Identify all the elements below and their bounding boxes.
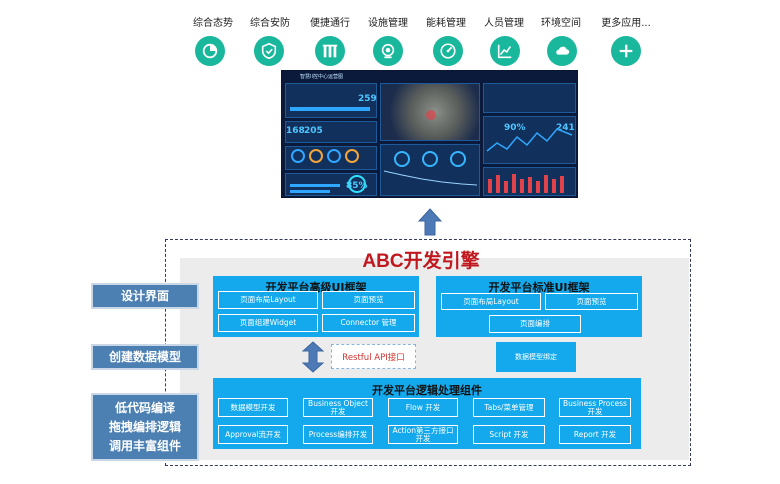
dashboard-preview: 智慧II控中心运营图 259 168 205 90% 241 85% — [281, 70, 578, 198]
lowcode-line: 低代码编译 — [114, 400, 175, 415]
lowcode-label: 低代码编译 拖拽编排逻辑 调用丰富组件 — [91, 393, 199, 461]
cloud-icon[interactable] — [547, 36, 577, 66]
page-widget-cell[interactable]: 页面组建Widget — [218, 314, 318, 332]
standard-ui-title: 开发平台标准UI框架 — [488, 281, 590, 294]
page-arrange-cell[interactable]: 页面编排 — [489, 315, 581, 333]
dashboard-number: 259 — [358, 94, 377, 104]
top-nav-label: 综合安防 — [250, 18, 290, 29]
advanced-ui-framework: 开发平台高级UI框架 页面布局Layout 页面预览 页面组建Widget Co… — [213, 276, 419, 337]
up-arrow-icon — [418, 208, 442, 236]
logic-components: 开发平台逻辑处理组件 数据模型开发 Business Object 开发 Flo… — [213, 378, 641, 449]
design-ui-label: 设计界面 — [91, 283, 199, 309]
double-arrow-icon — [302, 341, 324, 373]
plus-icon[interactable] — [611, 36, 641, 66]
connector-manage-cell[interactable]: Connector 管理 — [322, 314, 415, 332]
logic-cell[interactable]: Process编排开发 — [303, 425, 373, 444]
top-nav-label: 人员管理 — [484, 18, 524, 29]
top-nav-label: 环境空间 — [541, 18, 581, 29]
turnstile-icon[interactable] — [315, 36, 345, 66]
logic-cell[interactable]: Business Object 开发 — [303, 398, 373, 417]
logic-cell[interactable]: Action第三方接口开发 — [388, 425, 458, 444]
dashboard-title: 智慧II控中心运营图 — [300, 74, 343, 80]
logic-cell[interactable]: Approval流开发 — [218, 425, 288, 444]
page-preview-cell[interactable]: 页面预览 — [545, 293, 638, 310]
logic-title: 开发平台逻辑处理组件 — [372, 384, 482, 397]
dashboard-number: 168 — [286, 126, 305, 136]
dashboard-panel — [285, 83, 377, 118]
shield-check-icon[interactable] — [254, 36, 284, 66]
pie-chart-icon[interactable] — [195, 36, 225, 66]
dashboard-panel — [483, 83, 576, 113]
dashboard-graphics — [290, 107, 573, 193]
top-nav-label: 能耗管理 — [426, 18, 466, 29]
top-nav-label: 更多应用... — [601, 18, 651, 29]
data-model-label: 创建数据模型 — [91, 344, 199, 370]
camera-icon[interactable] — [373, 36, 403, 66]
dashboard-number: 85% — [346, 181, 368, 191]
top-nav-label: 综合态势 — [193, 18, 233, 29]
page-layout-cell[interactable]: 页面布局Layout — [218, 291, 318, 309]
dashboard-panel — [483, 116, 576, 164]
top-nav-label: 设施管理 — [368, 18, 408, 29]
top-nav-label: 便捷通行 — [310, 18, 350, 29]
dashboard-panel — [285, 121, 377, 143]
logic-cell[interactable]: Flow 开发 — [388, 398, 458, 417]
design-ui-text: 设计界面 — [120, 288, 169, 303]
standard-ui-framework: 开发平台标准UI框架 页面布局Layout 页面预览 页面编排 — [436, 276, 642, 337]
lowcode-line: 拖拽编排逻辑 — [108, 419, 181, 434]
lowcode-line: 调用丰富组件 — [108, 438, 181, 453]
logic-cell[interactable]: Script 开发 — [473, 425, 545, 444]
restful-api-box: Restful API接口 — [331, 344, 416, 369]
logic-cell[interactable]: Report 开发 — [559, 425, 631, 444]
data-model-text: 创建数据模型 — [108, 349, 181, 364]
dashboard-number: 241 — [556, 123, 575, 133]
engine-title: ABC开发引擎 — [362, 251, 480, 272]
data-model-binding-box: 数据模型绑定 — [496, 342, 576, 372]
line-chart-icon[interactable] — [490, 36, 520, 66]
page-layout-cell[interactable]: 页面布局Layout — [441, 293, 541, 310]
logic-cell[interactable]: Business Process 开发 — [559, 398, 631, 417]
dashboard-number: 90% — [504, 123, 526, 133]
gauge-icon[interactable] — [433, 36, 463, 66]
dashboard-number: 205 — [304, 126, 323, 136]
page-preview-cell[interactable]: 页面预览 — [322, 291, 415, 309]
logic-cell[interactable]: 数据模型开发 — [218, 398, 288, 417]
advanced-ui-title: 开发平台高级UI框架 — [265, 281, 367, 294]
logic-cell[interactable]: Tabs/菜单管理 — [473, 398, 545, 417]
